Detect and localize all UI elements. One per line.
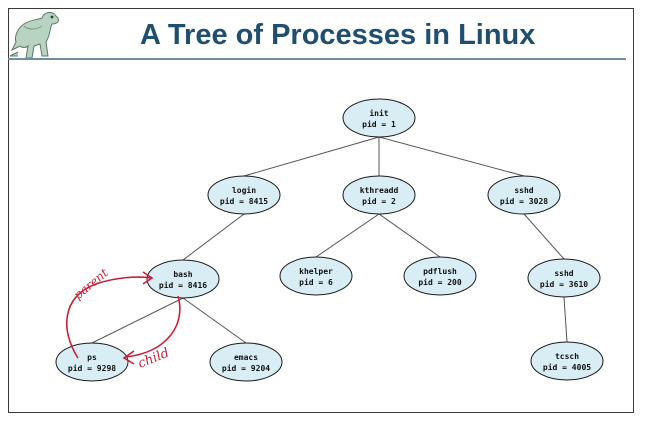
tree-edge-init-sshd1 [378, 136, 525, 177]
tree-edge-init-login [243, 136, 380, 177]
node-pid: pid = 2 [362, 196, 396, 206]
node-ellipse [209, 342, 283, 382]
node-ellipse [55, 342, 129, 382]
node-pid: pid = 9298 [68, 363, 116, 373]
node-pid: pid = 6 [299, 277, 333, 287]
node-process-name: tcsch [555, 352, 579, 361]
node-process-name: login [232, 185, 256, 195]
node-pid: pid = 1 [362, 119, 396, 129]
tree-edge-kthreadd-khelper [315, 213, 380, 258]
node-process-name: sshd [514, 186, 533, 195]
node-process-name: init [369, 108, 388, 118]
node-process-name: ps [87, 353, 97, 362]
title-divider [8, 58, 626, 60]
node-pid: pid = 8415 [220, 196, 268, 206]
node-ellipse [342, 175, 416, 215]
node-ellipse [530, 341, 604, 381]
tree-edge-sshd1-sshd2 [523, 213, 565, 260]
node-process-name: sshd [554, 269, 573, 278]
child-annotation: child [136, 346, 172, 372]
node-ellipse [207, 175, 281, 215]
node-process-name: khelper [299, 267, 333, 276]
tree-edge-sshd2-tcsch [563, 296, 568, 343]
dinosaur-logo-icon [9, 11, 59, 59]
node-pid: pid = 3028 [500, 196, 548, 206]
node-process-name: bash [173, 270, 192, 279]
node-ellipse [527, 258, 601, 298]
node-ellipse [342, 98, 416, 138]
tree-edges [91, 136, 568, 344]
node-pid: pid = 3610 [540, 279, 588, 289]
node-ellipse [146, 259, 220, 299]
node-ellipse [487, 175, 561, 215]
tree-edge-kthreadd-pdflush [378, 213, 441, 258]
child-arrowhead [122, 350, 135, 365]
node-pid: pid = 9204 [222, 363, 270, 373]
slide-title: A Tree of Processes in Linux [140, 19, 536, 51]
node-pid: pid = 200 [418, 277, 462, 287]
tree-edge-bash-emacs [182, 297, 247, 344]
node-process-name: emacs [234, 353, 258, 362]
node-process-name: kthreadd [360, 186, 399, 195]
node-pid: pid = 8416 [159, 280, 207, 290]
node-ellipse [279, 256, 353, 296]
parent-arrow [66, 276, 153, 359]
parent-annotation: parent [71, 266, 111, 303]
child-arrow [125, 295, 181, 358]
node-pid: pid = 4005 [543, 362, 591, 372]
node-process-name: pdflush [423, 267, 457, 276]
parent-arrowhead [142, 271, 154, 285]
tree-edge-login-bash [182, 213, 245, 261]
tree-edge-bash-ps [91, 297, 184, 344]
node-ellipse [403, 256, 477, 296]
